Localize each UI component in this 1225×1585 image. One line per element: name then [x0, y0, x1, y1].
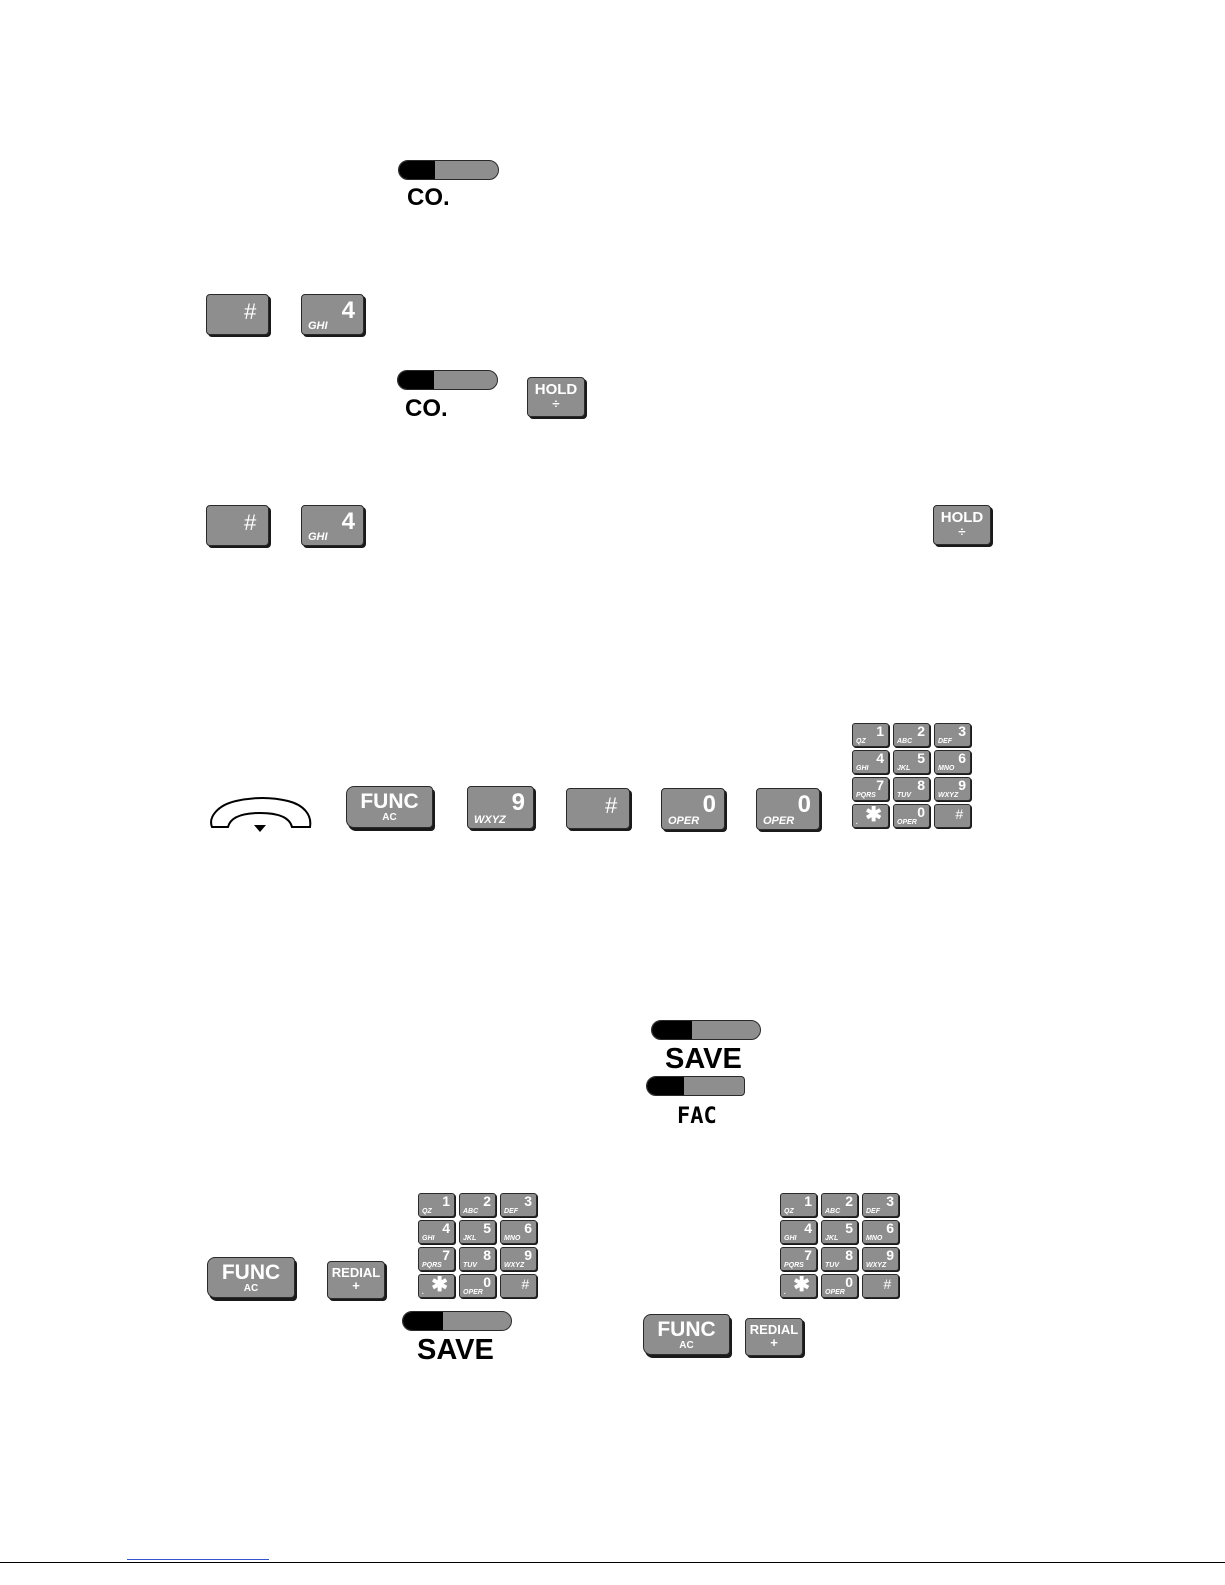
key-digit: 0 [702, 791, 716, 818]
oper-0-key[interactable]: 0 OPER [661, 788, 725, 830]
fac-led [647, 1077, 684, 1095]
redial-key[interactable]: REDIAL + [327, 1261, 385, 1299]
keypad-key-star[interactable]: ✱. [418, 1274, 455, 1298]
hold-key[interactable]: HOLD ÷ [933, 505, 991, 545]
co-led [398, 371, 434, 389]
func-label: FUNC [360, 790, 419, 813]
redial-sub: + [352, 1278, 360, 1293]
save-label: SAVE [417, 1334, 494, 1366]
redial-key[interactable]: REDIAL + [745, 1318, 803, 1356]
co-led [399, 161, 435, 179]
co-indicator [397, 370, 498, 390]
footer-link-underline[interactable] [127, 1559, 269, 1560]
redial-label: REDIAL [749, 1322, 799, 1337]
keypad-key-hash[interactable]: # [500, 1274, 537, 1298]
fac-label: FAC [677, 1104, 717, 1129]
redial-label: REDIAL [331, 1265, 381, 1280]
func-key[interactable]: FUNC AC [346, 786, 433, 828]
func-label: FUNC [657, 1318, 716, 1341]
key-letters: OPER [668, 815, 700, 827]
hold-label: HOLD [534, 381, 578, 398]
key-letters: GHI [308, 531, 328, 543]
hash-key[interactable]: # [206, 294, 269, 335]
hash-symbol: # [604, 793, 617, 818]
co-indicator [398, 160, 499, 180]
hash-key[interactable]: # [566, 788, 630, 829]
hold-key[interactable]: HOLD ÷ [527, 377, 585, 417]
co-label: CO. [407, 184, 450, 211]
wxyz-9-key[interactable]: 9 WXYZ [467, 786, 534, 829]
func-sub: AC [679, 1340, 694, 1351]
hold-sub: ÷ [552, 396, 560, 411]
key-digit: 4 [341, 297, 355, 324]
keypad-key-star[interactable]: ✱. [780, 1274, 817, 1298]
func-sub: AC [382, 812, 397, 823]
key-digit: 9 [511, 789, 525, 816]
fac-indicator [646, 1076, 745, 1096]
func-sub: AC [243, 1283, 259, 1294]
oper-0-key[interactable]: 0 OPER [756, 788, 820, 830]
key-digit: 4 [341, 508, 355, 535]
hold-label: HOLD [940, 509, 984, 526]
key-letters: GHI [308, 320, 328, 332]
save-indicator [651, 1020, 761, 1040]
save-led [652, 1021, 692, 1039]
hold-sub: ÷ [958, 524, 966, 539]
handset-icon[interactable] [206, 795, 314, 835]
func-key[interactable]: FUNC AC [643, 1314, 730, 1355]
footer-divider [0, 1562, 1225, 1563]
func-label: FUNC [221, 1261, 281, 1284]
save-led [403, 1312, 443, 1330]
ghi-4-key[interactable]: 4 GHI [301, 294, 364, 335]
co-label: CO. [405, 395, 448, 422]
key-digit: 0 [797, 791, 811, 818]
hash-key[interactable]: # [206, 505, 269, 546]
func-key[interactable]: FUNC AC [207, 1257, 295, 1298]
save-indicator [402, 1311, 512, 1331]
key-letters: OPER [763, 815, 795, 827]
save-label: SAVE [665, 1043, 742, 1075]
key-letters: WXYZ [474, 814, 506, 826]
keypad-key-star[interactable]: ✱. [852, 804, 889, 828]
ghi-4-key[interactable]: 4 GHI [301, 505, 364, 546]
hash-symbol: # [243, 299, 256, 324]
hash-symbol: # [243, 510, 256, 535]
keypad-key-hash[interactable]: # [934, 804, 971, 828]
redial-sub: + [770, 1335, 778, 1350]
keypad-key-hash[interactable]: # [862, 1274, 899, 1298]
